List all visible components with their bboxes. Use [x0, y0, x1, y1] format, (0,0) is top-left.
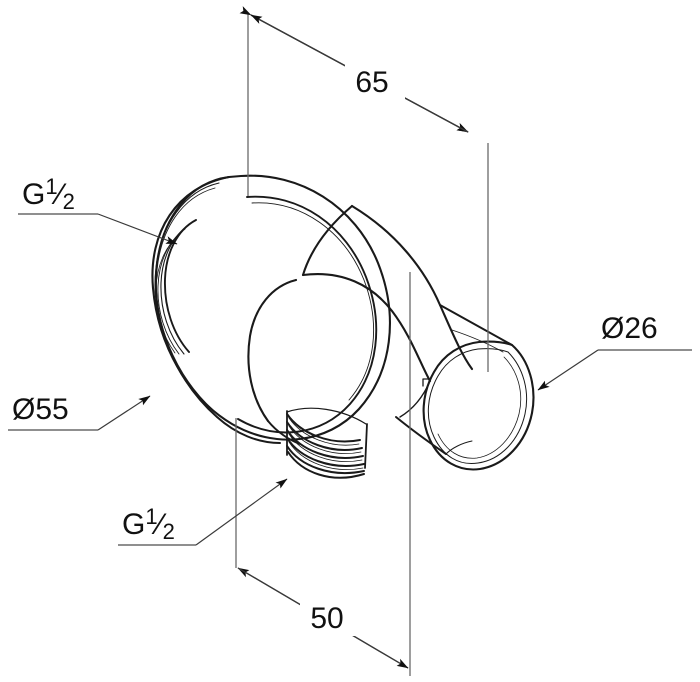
leader-diameter-26: Ø26 — [537, 312, 692, 391]
label-g-half-bottom-letter: G — [122, 508, 145, 541]
leader-line-g-half-bottom — [195, 478, 288, 546]
label-g-half-bottom-numerator: 1 — [145, 504, 157, 529]
elbow-body — [247, 204, 474, 445]
leader-g-half-bottom: G1⁄2 — [118, 478, 288, 546]
outlet-thread-stub — [286, 407, 368, 479]
escutcheon-flange — [151, 174, 391, 444]
leader-line-g-half-top — [97, 213, 178, 245]
dimension-value-65: 65 — [355, 66, 388, 99]
label-g-half-top-letter: G — [22, 178, 45, 211]
label-g-half-bottom: G1⁄2 — [122, 504, 175, 544]
label-g-half-bottom-denominator: 2 — [163, 519, 175, 544]
leader-diameter-55: Ø55 — [8, 393, 151, 431]
label-g-half-top: G1⁄2 — [22, 174, 75, 214]
label-g-half-top-numerator: 1 — [45, 174, 57, 199]
leader-line-diameter-55 — [97, 395, 151, 431]
dimension-50: 50 — [235, 272, 411, 676]
dimension-value-50: 50 — [310, 602, 343, 635]
dimension-65: 65 — [239, 6, 489, 372]
label-diameter-26: Ø26 — [601, 312, 658, 345]
leader-line-diameter-26 — [537, 349, 599, 391]
leader-g-half-top: G1⁄2 — [18, 174, 178, 245]
nozzle-cylinder — [395, 304, 535, 471]
label-g-half-top-denominator: 2 — [63, 189, 75, 214]
flange-inner-dome — [237, 195, 378, 434]
product-geometry — [151, 174, 535, 479]
label-diameter-55: Ø55 — [12, 393, 69, 426]
